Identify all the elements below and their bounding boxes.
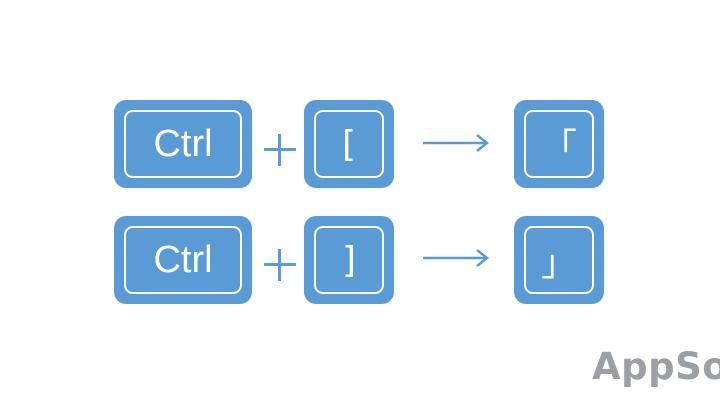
corner-bracket-close-key: 」 [514, 216, 604, 304]
corner-bracket-close-label: 」 [524, 226, 594, 294]
bracket-open-key: [ [304, 100, 394, 188]
ctrl-key-label: Ctrl [124, 226, 242, 294]
bracket-close-key: ] [304, 216, 394, 304]
right-arrow-icon [423, 249, 489, 267]
appso-logo: AppSo [592, 345, 720, 388]
ctrl-key-label: Ctrl [124, 110, 242, 178]
ctrl-key-row-2: Ctrl [114, 216, 252, 304]
ctrl-key-row-1: Ctrl [114, 100, 252, 188]
corner-bracket-open-label: 「 [524, 110, 594, 178]
right-arrow-icon [423, 134, 489, 152]
plus-icon [264, 134, 296, 166]
bracket-close-key-label: ] [314, 226, 384, 294]
bracket-open-key-label: [ [314, 110, 384, 178]
corner-bracket-open-key: 「 [514, 100, 604, 188]
plus-icon [264, 249, 296, 281]
